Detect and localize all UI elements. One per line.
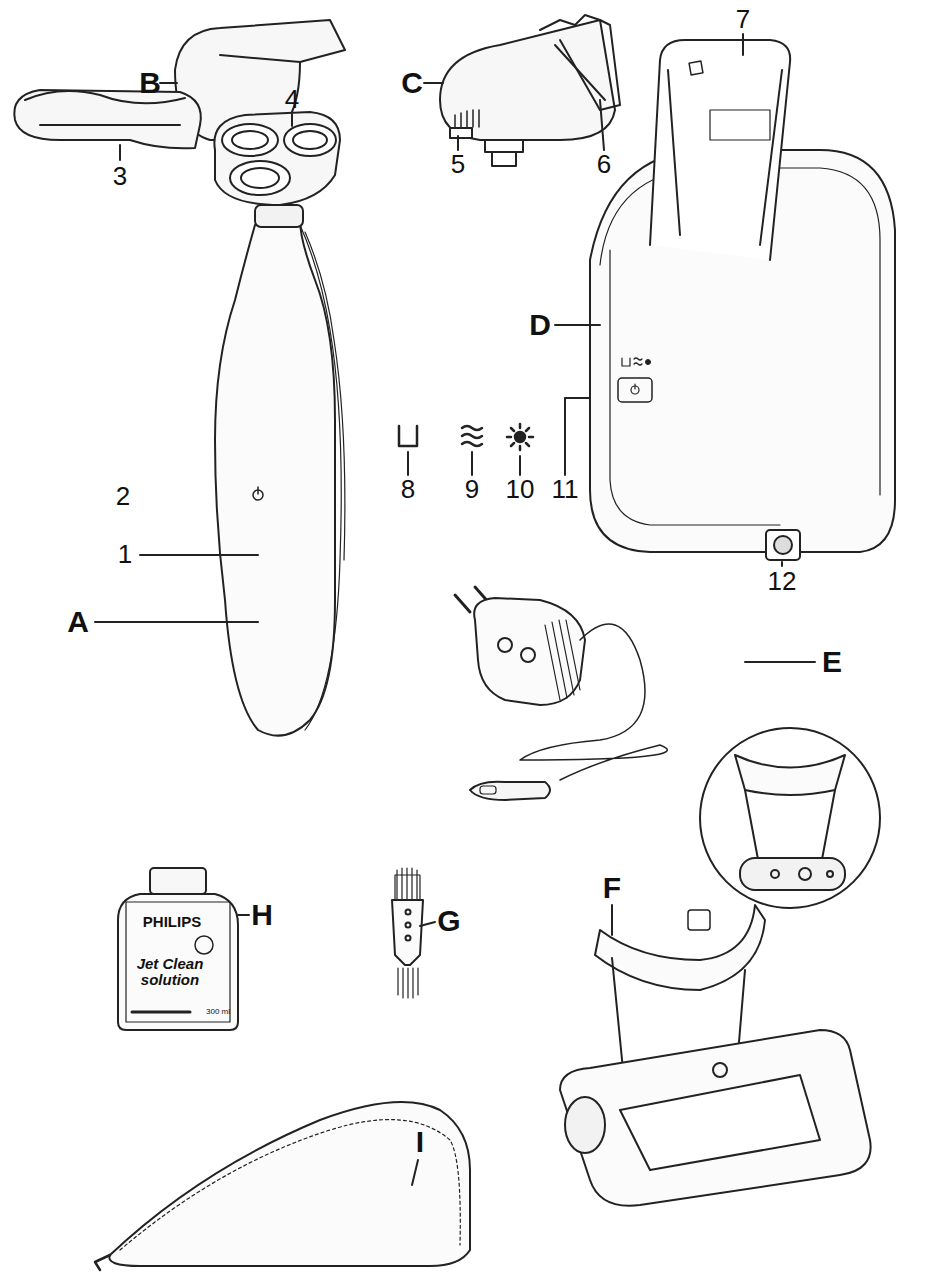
part-label: PHILIPS bbox=[143, 914, 201, 930]
shaver-handle bbox=[215, 205, 345, 736]
leader-line bbox=[119, 145, 121, 160]
leader-line bbox=[745, 661, 815, 663]
stand-detail-inset bbox=[700, 728, 880, 908]
leader-line bbox=[600, 100, 604, 150]
power-adapter bbox=[455, 587, 667, 800]
leader-line bbox=[457, 136, 459, 150]
leader-line bbox=[95, 621, 258, 623]
leader-line bbox=[424, 82, 443, 84]
part-label: 300 ml bbox=[206, 1008, 230, 1016]
part-label: 10 bbox=[506, 476, 535, 503]
part-label: 11 bbox=[552, 476, 579, 503]
part-label: 3 bbox=[113, 163, 127, 190]
cleaning-brush bbox=[392, 868, 423, 998]
part-label: E bbox=[822, 646, 842, 678]
leader-line bbox=[471, 452, 473, 475]
part-label: 1 bbox=[118, 541, 132, 568]
part-label: 2 bbox=[116, 483, 130, 510]
leader-line bbox=[420, 922, 435, 926]
part-label: 8 bbox=[401, 476, 415, 503]
part-label: Jet Clean solution bbox=[128, 956, 212, 988]
part-label: B bbox=[139, 67, 161, 99]
leader-line bbox=[555, 324, 600, 326]
leader-line bbox=[611, 905, 613, 935]
beard-styler bbox=[440, 15, 620, 166]
part-label: G bbox=[437, 905, 460, 937]
part-label: 9 bbox=[465, 476, 479, 503]
leader-line bbox=[781, 562, 783, 566]
leader-line bbox=[412, 1160, 418, 1185]
part-label: 4 bbox=[285, 86, 299, 113]
part-label: H bbox=[251, 899, 273, 931]
leader-line bbox=[238, 914, 249, 916]
cleaning-solution-bottle bbox=[118, 868, 238, 1030]
part-label: 7 bbox=[736, 6, 750, 33]
part-label: C bbox=[401, 67, 423, 99]
charging-stand bbox=[560, 905, 871, 1206]
travel-pouch bbox=[95, 1102, 470, 1270]
leader-line bbox=[160, 82, 177, 84]
part-label: D bbox=[529, 309, 551, 341]
leader-line bbox=[140, 554, 258, 556]
leader-line bbox=[407, 452, 409, 475]
leader-line bbox=[519, 456, 521, 475]
protection-cap bbox=[14, 90, 201, 148]
part-label: 6 bbox=[597, 151, 611, 178]
indicator-icons bbox=[399, 424, 533, 450]
shaving-heads bbox=[214, 112, 340, 205]
leader-line bbox=[742, 34, 744, 55]
cleaning-unit bbox=[590, 40, 895, 560]
part-label: A bbox=[67, 606, 89, 638]
leader-line bbox=[291, 114, 293, 126]
part-label: 5 bbox=[451, 151, 465, 178]
part-label: 12 bbox=[768, 568, 797, 595]
part-label: F bbox=[603, 872, 621, 904]
precision-trimmer bbox=[175, 20, 345, 166]
part-label: I bbox=[416, 1126, 424, 1158]
